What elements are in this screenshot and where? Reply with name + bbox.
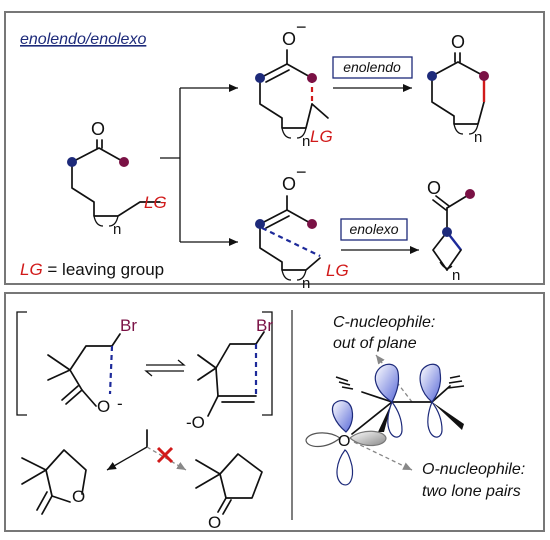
svg-text:−: − bbox=[296, 162, 307, 182]
reactant-structure: O n LG bbox=[67, 119, 167, 238]
svg-text:LG: LG bbox=[326, 261, 349, 280]
reactant-carbonyl-o: O bbox=[91, 119, 105, 139]
enolexo-label-box bbox=[340, 218, 408, 241]
svg-text:LG = leaving group: LG = leaving group bbox=[20, 260, 164, 279]
svg-text:LG: LG bbox=[144, 193, 167, 212]
svg-text:n: n bbox=[452, 267, 460, 284]
bracket-left bbox=[16, 311, 27, 416]
svg-text:Br: Br bbox=[120, 316, 137, 335]
c-nucleophile-label: C-nucleophile: out of plane bbox=[333, 314, 440, 352]
branch-arrows bbox=[160, 84, 238, 246]
enolendo-product: O n bbox=[427, 32, 489, 146]
panel-title: enolendo/enolexo bbox=[20, 31, 146, 48]
svg-text:O: O bbox=[282, 29, 296, 49]
svg-text:-O: -O bbox=[186, 413, 205, 432]
svg-text:n: n bbox=[302, 133, 310, 150]
svg-text:O: O bbox=[451, 32, 465, 52]
enolendo-label: enolendo bbox=[343, 59, 401, 75]
divergent-arrows bbox=[106, 429, 187, 471]
enolexo-label: enolexo bbox=[349, 221, 398, 237]
species-o-attack: Br O - bbox=[47, 316, 137, 416]
o-attack-guide bbox=[353, 441, 413, 471]
svg-text:O: O bbox=[282, 174, 296, 194]
orbital-diagram: O bbox=[305, 363, 465, 486]
svg-text:Br: Br bbox=[256, 316, 273, 335]
top-panel-frame bbox=[4, 11, 545, 285]
svg-text:O: O bbox=[427, 178, 441, 198]
product-exo-enol-ether: O bbox=[21, 449, 87, 515]
species-c-attack: Br -O bbox=[186, 316, 273, 432]
svg-text:LG: LG bbox=[310, 127, 333, 146]
svg-text:O: O bbox=[72, 487, 85, 506]
svg-text:O: O bbox=[208, 513, 221, 532]
svg-text:n: n bbox=[302, 275, 310, 292]
lg-legend: LG = leaving group bbox=[20, 260, 164, 279]
equilibrium-arrows bbox=[144, 359, 186, 377]
svg-text:n: n bbox=[474, 129, 482, 146]
svg-text:-: - bbox=[117, 394, 123, 413]
bottom-panel-frame bbox=[4, 292, 545, 532]
o-nucleophile-label: O-nucleophile: two lone pairs bbox=[422, 461, 530, 500]
bracket-right bbox=[262, 311, 273, 416]
product-cyclopentanone: O bbox=[195, 453, 263, 532]
svg-text:−: − bbox=[296, 17, 307, 37]
svg-text:O: O bbox=[97, 397, 110, 416]
enolendo-label-box bbox=[332, 56, 413, 79]
enolendo-enolate: O − n LG bbox=[255, 17, 333, 150]
svg-text:n: n bbox=[113, 221, 121, 238]
oxygen-atom-label: O bbox=[338, 433, 350, 450]
reactant-methyl-dot bbox=[119, 157, 129, 167]
enolexo-product: O n bbox=[427, 178, 475, 284]
reactant-alpha-dot bbox=[67, 157, 77, 167]
enolexo-enolate: O − n LG bbox=[255, 162, 349, 292]
